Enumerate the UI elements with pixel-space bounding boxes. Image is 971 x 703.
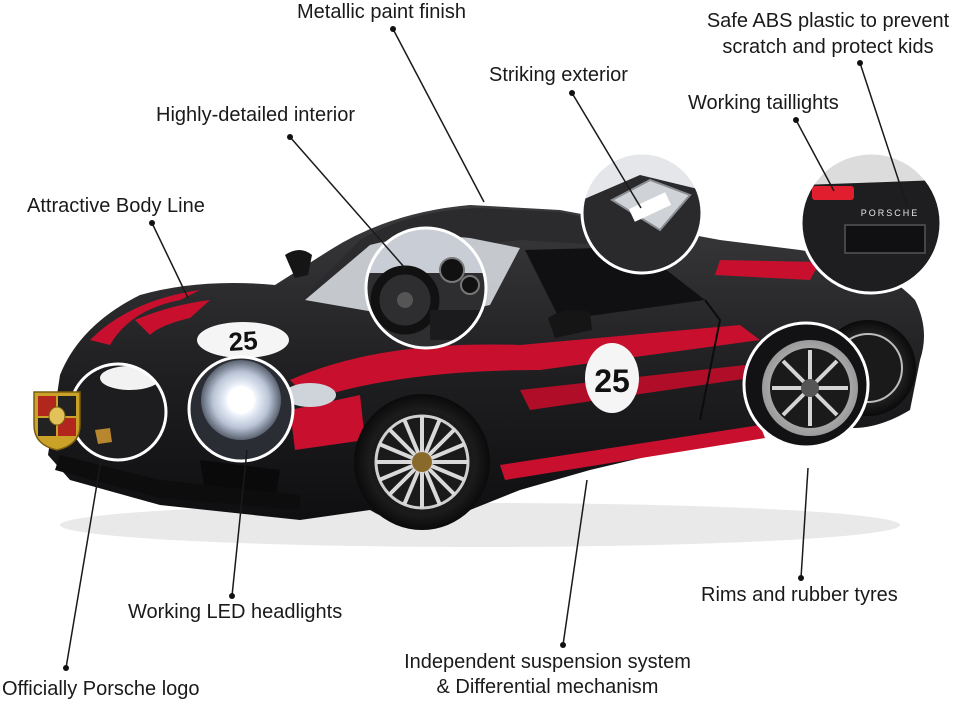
callout-suspension-line2: & Differential mechanism <box>436 676 659 698</box>
callout-dots <box>63 26 863 671</box>
body-stripe-front <box>90 290 200 345</box>
callout-leaders <box>65 28 908 669</box>
body-stripe-hood <box>135 300 210 335</box>
callout-suspension-line1: Independent suspension system <box>404 651 691 673</box>
callout-abs-plastic-line1: Safe ABS plastic to prevent <box>706 10 950 32</box>
body-stripe-rocker <box>500 425 765 480</box>
body-stripe-bumper <box>290 395 365 450</box>
callout-abs-plastic-line2: scratch and protect kids <box>722 36 934 58</box>
hood-race-number: 25 <box>228 325 259 357</box>
callout-striking-exterior: Striking exterior <box>489 64 628 86</box>
callout-porsche-logo: Officially Porsche logo <box>2 678 200 700</box>
front-wheel <box>354 394 490 530</box>
callout-led-headlights: Working LED headlights <box>128 601 343 623</box>
callout-metallic-paint: Metallic paint finish <box>297 1 466 23</box>
led-headlight-inset <box>187 355 295 463</box>
callout-working-taillights: Working taillights <box>688 92 839 114</box>
body-stripe-rear <box>715 260 820 280</box>
body-stripe-side <box>290 325 760 400</box>
exterior-detail-inset <box>580 151 704 275</box>
hood-roundel <box>197 322 289 358</box>
callout-rims-tyres: Rims and rubber tyres <box>701 584 898 606</box>
callout-body-line: Attractive Body Line <box>27 195 205 217</box>
logo-inset <box>68 362 168 462</box>
taillight-inset: PORSCHE <box>799 151 943 295</box>
porsche-crest-icon <box>33 391 81 451</box>
door-race-number: 25 <box>594 363 630 399</box>
rear-badge-text: PORSCHE <box>861 208 920 218</box>
door-roundel <box>585 343 639 413</box>
callout-detailed-interior: Highly-detailed interior <box>156 104 355 126</box>
mirror-left <box>285 250 312 278</box>
interior-inset <box>364 226 488 350</box>
mirror-right <box>548 310 592 338</box>
rim-inset <box>742 321 870 449</box>
